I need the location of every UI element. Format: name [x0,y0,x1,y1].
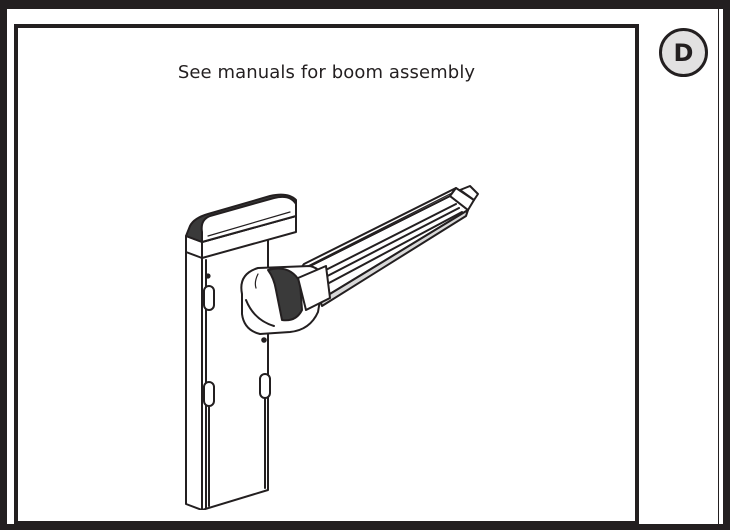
boom-pivot-hub [240,265,331,335]
panel-caption: See manuals for boom assembly [177,62,476,83]
margin-rule [718,0,719,530]
step-badge: D [659,28,708,77]
barrier-gate-icon [185,185,479,510]
barrier-housing [185,193,297,510]
step-label: D [673,38,694,67]
boom-arm [297,185,479,307]
